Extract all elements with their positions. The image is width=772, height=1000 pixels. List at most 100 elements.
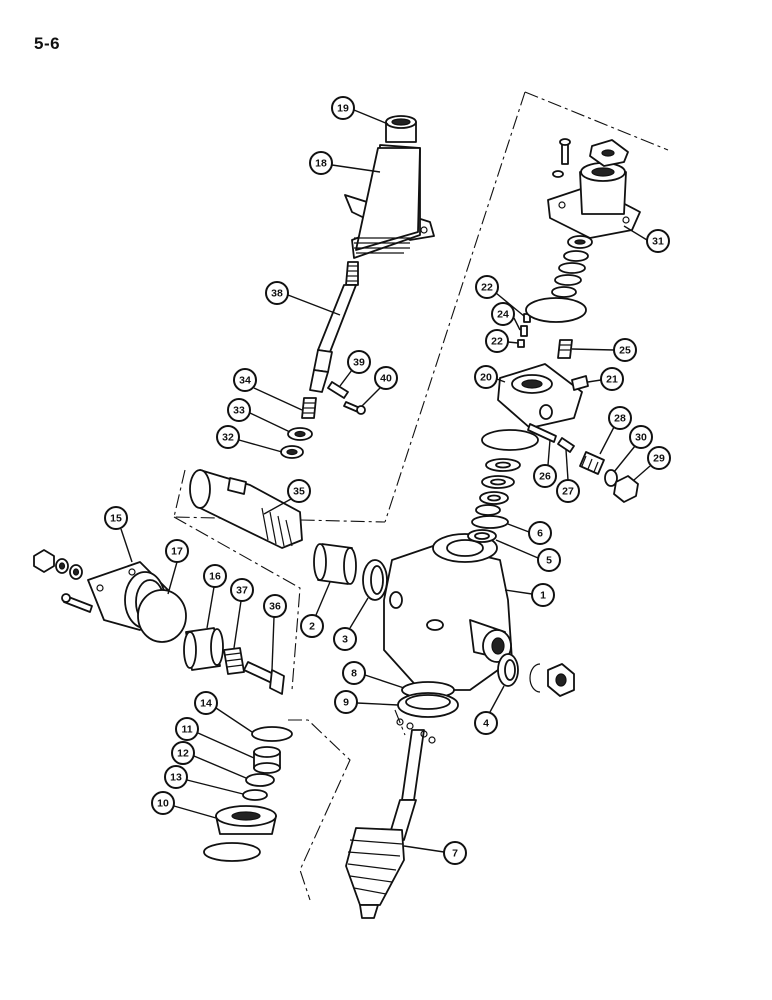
part-12-race xyxy=(245,773,275,787)
callout-circle xyxy=(104,506,128,530)
cover-washers xyxy=(55,558,83,580)
leader-line-35 xyxy=(263,498,292,515)
callout-40: 40 xyxy=(374,366,398,390)
callout-circle xyxy=(556,479,580,503)
callout-number: 22 xyxy=(491,336,503,348)
callout-33: 33 xyxy=(227,398,251,422)
callout-32: 32 xyxy=(216,425,240,449)
leader-line-38 xyxy=(287,294,341,316)
leader-line-37 xyxy=(233,600,242,649)
callout-circle xyxy=(474,711,498,735)
callout-number: 5 xyxy=(546,555,552,567)
callout-6: 6 xyxy=(528,521,552,545)
part-9-seal xyxy=(397,692,459,718)
callout-4: 4 xyxy=(474,711,498,735)
callout-circle xyxy=(216,425,240,449)
callout-number: 7 xyxy=(452,848,458,860)
part-17-seal xyxy=(137,589,187,643)
callout-number: 20 xyxy=(480,372,492,384)
callout-36: 36 xyxy=(263,594,287,618)
callout-circle xyxy=(347,350,371,374)
callout-31: 31 xyxy=(646,229,670,253)
leader-line-29 xyxy=(633,465,651,481)
callout-circle xyxy=(533,464,557,488)
part-10-cup xyxy=(215,805,277,835)
callout-20: 20 xyxy=(474,365,498,389)
callout-37: 37 xyxy=(230,578,254,602)
part-13-washer xyxy=(242,789,268,801)
callout-19: 19 xyxy=(331,96,355,120)
callout-circle xyxy=(233,368,257,392)
callout-15: 15 xyxy=(104,506,128,530)
callout-circle xyxy=(531,583,555,607)
leader-line-20 xyxy=(496,378,506,383)
part-19-cap xyxy=(385,115,417,143)
leader-line-16 xyxy=(206,586,215,629)
part-40-screw xyxy=(343,401,366,415)
callout-number: 16 xyxy=(209,571,221,583)
leader-line-33 xyxy=(249,412,291,433)
leader-line-30 xyxy=(613,445,636,473)
callout-35: 35 xyxy=(287,479,311,503)
callout-number: 32 xyxy=(222,432,234,444)
callout-number: 9 xyxy=(343,697,349,709)
part-2-bearing xyxy=(313,543,357,585)
leader-line-1 xyxy=(504,589,533,595)
callout-circle xyxy=(629,425,653,449)
callout-8: 8 xyxy=(342,661,366,685)
leader-line-9 xyxy=(356,702,399,706)
part-26-valve-pin xyxy=(527,423,557,443)
lower-snap-ring xyxy=(203,842,261,862)
callout-22: 22 xyxy=(475,275,499,299)
leader-line-8 xyxy=(364,674,405,689)
callout-12: 12 xyxy=(171,741,195,765)
part-33-bearing xyxy=(287,427,313,441)
callout-number: 29 xyxy=(653,453,665,465)
callout-11: 11 xyxy=(175,717,199,741)
callout-circle xyxy=(443,841,467,865)
callout-number: 38 xyxy=(271,288,283,300)
callout-27: 27 xyxy=(556,479,580,503)
part-36-bolt xyxy=(243,661,285,695)
assembly-guide-lines xyxy=(173,91,669,901)
part-29-cap-nut xyxy=(613,475,639,503)
leader-line-13 xyxy=(186,779,244,795)
callout-circle xyxy=(300,614,324,638)
callout-21: 21 xyxy=(600,367,624,391)
leader-line-34 xyxy=(253,387,303,411)
callout-number: 25 xyxy=(619,345,631,357)
callout-circle xyxy=(475,275,499,299)
callout-circle xyxy=(263,594,287,618)
o-ring-upper xyxy=(525,297,587,323)
leader-line-31 xyxy=(623,225,648,241)
callout-number: 6 xyxy=(537,528,543,540)
part-22-pin-lower xyxy=(517,339,525,348)
part-21-plug xyxy=(571,375,589,391)
callout-circle xyxy=(647,446,671,470)
callout-9: 9 xyxy=(334,690,358,714)
callout-25: 25 xyxy=(613,338,637,362)
callout-26: 26 xyxy=(533,464,557,488)
part-14-seal xyxy=(251,726,293,742)
callout-2: 2 xyxy=(300,614,324,638)
callout-number: 27 xyxy=(562,486,574,498)
callout-3: 3 xyxy=(333,627,357,651)
callout-circle xyxy=(646,229,670,253)
callout-number: 40 xyxy=(380,373,392,385)
callout-number: 13 xyxy=(170,772,182,784)
callout-number: 22 xyxy=(481,282,493,294)
part-20-valve-body xyxy=(497,363,583,429)
hex-nut xyxy=(547,663,575,697)
callout-number: 3 xyxy=(342,634,348,646)
callout-circle xyxy=(203,564,227,588)
leader-line-22 xyxy=(507,341,519,344)
leader-line-19 xyxy=(353,109,389,125)
leader-line-4 xyxy=(489,685,505,713)
callout-number: 26 xyxy=(539,471,551,483)
callout-number: 33 xyxy=(233,405,245,417)
part-24-spring xyxy=(520,325,528,337)
callout-circle xyxy=(537,548,561,572)
part-31-flange xyxy=(547,162,641,239)
callout-number: 8 xyxy=(351,668,357,680)
callout-circle xyxy=(485,329,509,353)
